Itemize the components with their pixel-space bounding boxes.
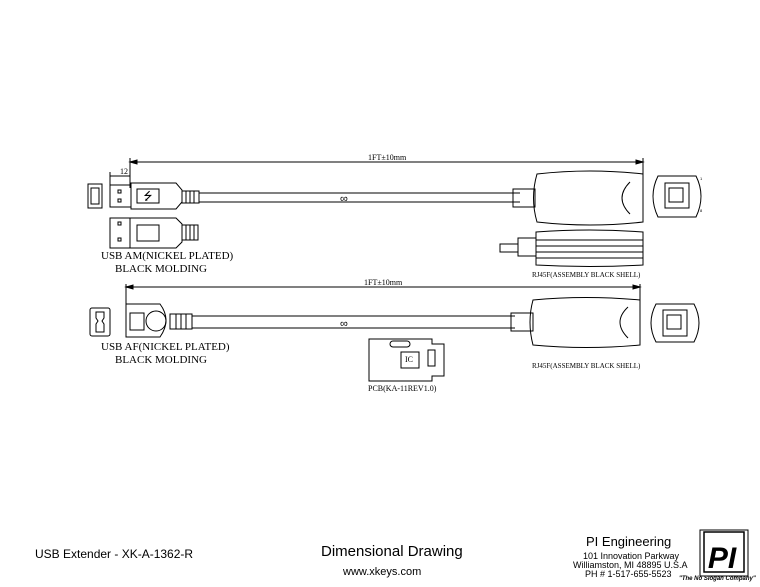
svg-text:∞: ∞ [340, 318, 348, 330]
dimension-top-label: 1FT±10mm [368, 153, 407, 162]
usb-am-label: USB AM(NICKEL PLATED) [101, 250, 234, 262]
cable-bottom: ∞ [192, 315, 515, 330]
logo-slogan: "The No Slogan Company" [679, 576, 756, 582]
usb-af-end-view [89, 307, 111, 337]
svg-text:∞: ∞ [340, 193, 348, 205]
usb-am-sublabel: BLACK MOLDING [115, 263, 207, 275]
rj45-shell-side [499, 229, 644, 267]
rj45-shell-top [512, 170, 644, 226]
product-name: USB Extender - XK-A-1362-R [35, 547, 194, 561]
usb-af-sublabel: BLACK MOLDING [115, 354, 207, 366]
dimension-plug-label: 12 [120, 167, 128, 176]
pcb [368, 338, 445, 382]
usb-symbol-icon: ⭍ [143, 190, 152, 203]
ic-label: IC [405, 355, 413, 364]
company-name: PI Engineering [586, 534, 672, 549]
strain-relief [181, 190, 200, 204]
rj45-end-view-top [652, 175, 702, 218]
dimension-bottom-label: 1FT±10mm [364, 278, 403, 287]
rj45-shell-bottom [510, 297, 641, 348]
website-link[interactable]: www.xkeys.com [343, 566, 422, 578]
phone-number: PH # 1-517-655-5523 [585, 569, 672, 579]
dimension-line-bottom [124, 284, 642, 305]
usb-am-connector-side [109, 217, 199, 249]
address-line-1: 101 Innovation Parkway [583, 551, 680, 561]
dimension-line-top [109, 158, 645, 188]
rj45-label-top: RJ45F(ASSEMBLY BLACK SHELL) [532, 271, 641, 279]
usb-am-connector-top: ⭍ [109, 182, 200, 210]
address-line-2: Williamston, MI 48895 U.S.A [573, 560, 688, 570]
pin-1-label: 1 [700, 176, 703, 181]
pcb-label: PCB(KA-11REV1.0) [368, 384, 437, 393]
pi-engineering-logo: PI [699, 529, 749, 577]
usb-am-end-view [87, 183, 103, 209]
svg-text:PI: PI [708, 542, 737, 575]
cable-top: ∞ [199, 192, 520, 205]
pin-8-label: 8 [700, 208, 703, 213]
rj45-label-bottom: RJ45F(ASSEMBLY BLACK SHELL) [532, 362, 641, 370]
rj45-end-view-bottom [650, 303, 700, 343]
usb-af-label: USB AF(NICKEL PLATED) [101, 341, 230, 353]
drawing-title: Dimensional Drawing [321, 543, 463, 560]
usb-af-connector [125, 303, 193, 338]
